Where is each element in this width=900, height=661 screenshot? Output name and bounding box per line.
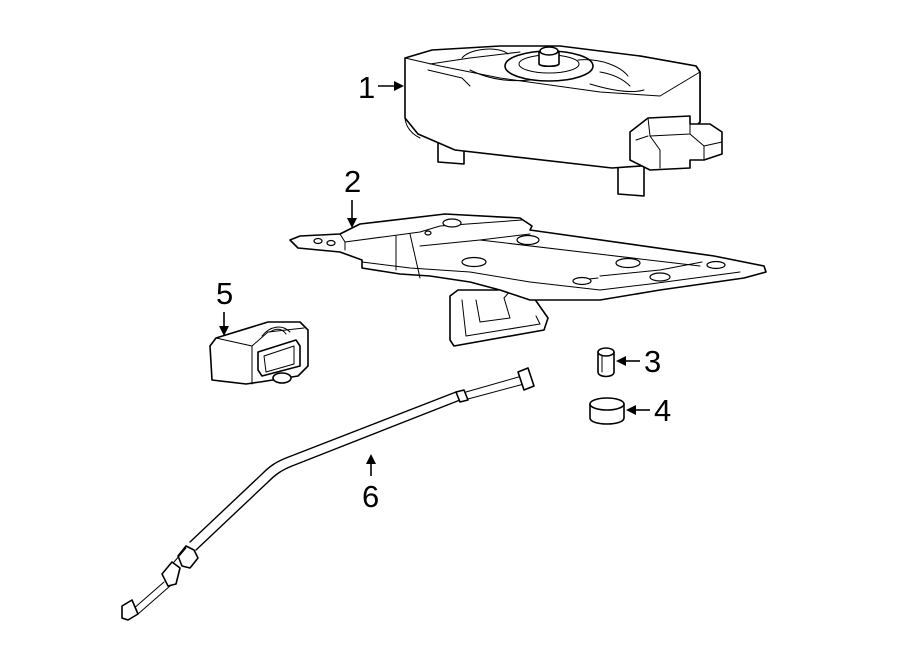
part-6-cable[interactable]: [121, 367, 535, 621]
part-1-module[interactable]: [404, 45, 723, 197]
callout-label-1: 1: [358, 70, 375, 105]
part-4-grommet[interactable]: [589, 397, 625, 425]
callout-2: 2: [344, 164, 361, 228]
callout-3: 3: [616, 344, 661, 379]
part-5-connector[interactable]: [209, 321, 309, 385]
callout-4: 4: [626, 393, 671, 428]
callout-6: 6: [362, 454, 379, 514]
callout-label-2: 2: [344, 164, 361, 199]
callout-label-6: 6: [362, 479, 379, 514]
callout-label-4: 4: [654, 393, 671, 428]
callout-1: 1: [358, 70, 404, 105]
part-3-bushing[interactable]: [597, 347, 615, 378]
callout-label-5: 5: [216, 276, 233, 311]
part-2-bracket[interactable]: [289, 213, 767, 347]
callout-5: 5: [216, 276, 233, 336]
callout-label-3: 3: [644, 344, 661, 379]
